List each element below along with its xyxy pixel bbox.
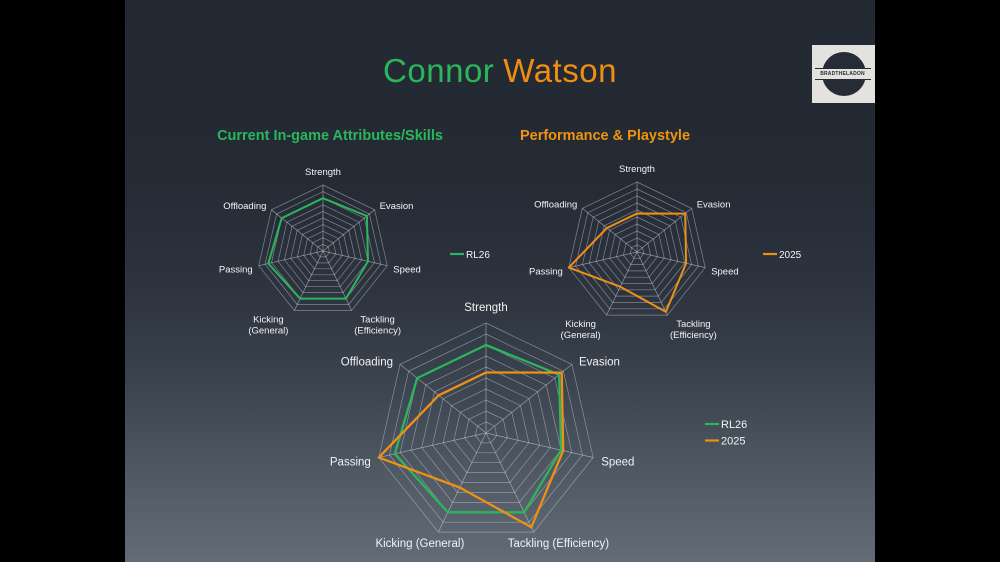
legend-label-RL26: RL26 xyxy=(466,250,490,261)
grid-spoke xyxy=(582,208,638,253)
grid-ring xyxy=(568,181,706,316)
grid-spoke xyxy=(399,364,487,434)
grid-spoke xyxy=(636,208,692,253)
legend-label-RL26: RL26 xyxy=(721,419,747,431)
grid-ring xyxy=(432,377,540,483)
axis-label: Offloading xyxy=(223,201,266,212)
series-line-RL26 xyxy=(267,197,369,300)
grid-ring xyxy=(616,230,658,272)
brand-logo-circle-icon: BRADTHELADON xyxy=(814,52,871,96)
grid-spoke xyxy=(636,251,668,316)
grid-spoke xyxy=(271,209,324,252)
grid-spoke xyxy=(568,251,638,268)
series-line-RL26 xyxy=(393,343,563,514)
series-line-2025 xyxy=(567,212,688,313)
grid-ring xyxy=(277,204,369,293)
grid-spoke xyxy=(485,432,594,458)
grid-spoke xyxy=(378,432,487,458)
grid-ring xyxy=(464,410,508,454)
grid-ring xyxy=(442,388,530,473)
grid-ring xyxy=(453,399,519,464)
grid-ring xyxy=(264,191,382,305)
grid-ring xyxy=(575,188,699,310)
brand-logo-text: BRADTHELADON xyxy=(814,68,871,80)
axis-label: Speed xyxy=(711,267,738,278)
grid-ring xyxy=(389,333,583,523)
grid-ring xyxy=(602,216,672,284)
grid-spoke xyxy=(485,432,535,533)
page-title-last-name: Watson xyxy=(503,52,617,89)
axis-label: Kicking (General) xyxy=(375,538,464,550)
axis-label: Evasion xyxy=(697,199,731,210)
legend-label-2025: 2025 xyxy=(721,435,745,447)
axis-label: Passing xyxy=(330,457,371,469)
axis-label: Strength xyxy=(619,164,655,175)
grid-ring xyxy=(258,184,388,311)
section-title-performance: Performance & Playstyle xyxy=(519,128,691,144)
axis-label: Kicking(General) xyxy=(248,315,288,337)
radar-charts-canvas: StrengthEvasionSpeedTackling(Efficiency)… xyxy=(219,164,802,550)
section-title-attributes: Current In-game Attributes/Skills xyxy=(217,128,443,144)
axis-label: Passing xyxy=(219,265,253,276)
axis-label: Evasion xyxy=(579,356,620,368)
axis-label: Strength xyxy=(305,167,341,178)
series-line-2025 xyxy=(377,371,565,529)
grid-spoke xyxy=(606,251,638,316)
grid-spoke xyxy=(437,432,487,533)
grid-spoke xyxy=(485,364,573,434)
brand-logo: BRADTHELADON xyxy=(812,45,875,103)
axis-label: Offloading xyxy=(534,199,577,210)
grid-ring xyxy=(296,224,350,276)
grid-spoke xyxy=(294,250,324,311)
grid-ring xyxy=(378,322,594,533)
axis-label: Tackling (Efficiency) xyxy=(508,538,610,550)
grid-ring xyxy=(316,244,330,258)
axis-label: Tackling(Efficiency) xyxy=(670,319,717,341)
grid-ring xyxy=(303,230,343,270)
axis-label: Passing xyxy=(529,267,563,278)
radar-chart-1: StrengthEvasionSpeedTackling(Efficiency)… xyxy=(219,167,490,337)
grid-ring xyxy=(309,237,337,264)
page-title-first-name: Connor xyxy=(383,52,495,89)
legend-label-2025: 2025 xyxy=(779,250,802,261)
radar-chart-2: StrengthEvasionSpeedTackling(Efficiency)… xyxy=(529,164,802,341)
axis-label: Kicking(General) xyxy=(561,319,601,341)
grid-ring xyxy=(609,223,665,278)
axis-label: Speed xyxy=(601,457,634,469)
grid-ring xyxy=(623,237,651,265)
grid-ring xyxy=(629,244,645,259)
axis-label: Tackling(Efficiency) xyxy=(354,315,401,337)
grid-ring xyxy=(284,211,362,288)
grid-spoke xyxy=(322,250,352,311)
grid-ring xyxy=(582,195,692,303)
grid-spoke xyxy=(322,250,388,267)
axis-label: Offloading xyxy=(341,356,393,368)
grid-spoke xyxy=(636,251,706,268)
axis-label: Speed xyxy=(393,265,420,276)
axis-label: Evasion xyxy=(380,201,414,212)
grid-ring xyxy=(290,217,356,282)
grid-ring xyxy=(474,421,498,444)
axis-label: Strength xyxy=(464,302,507,314)
